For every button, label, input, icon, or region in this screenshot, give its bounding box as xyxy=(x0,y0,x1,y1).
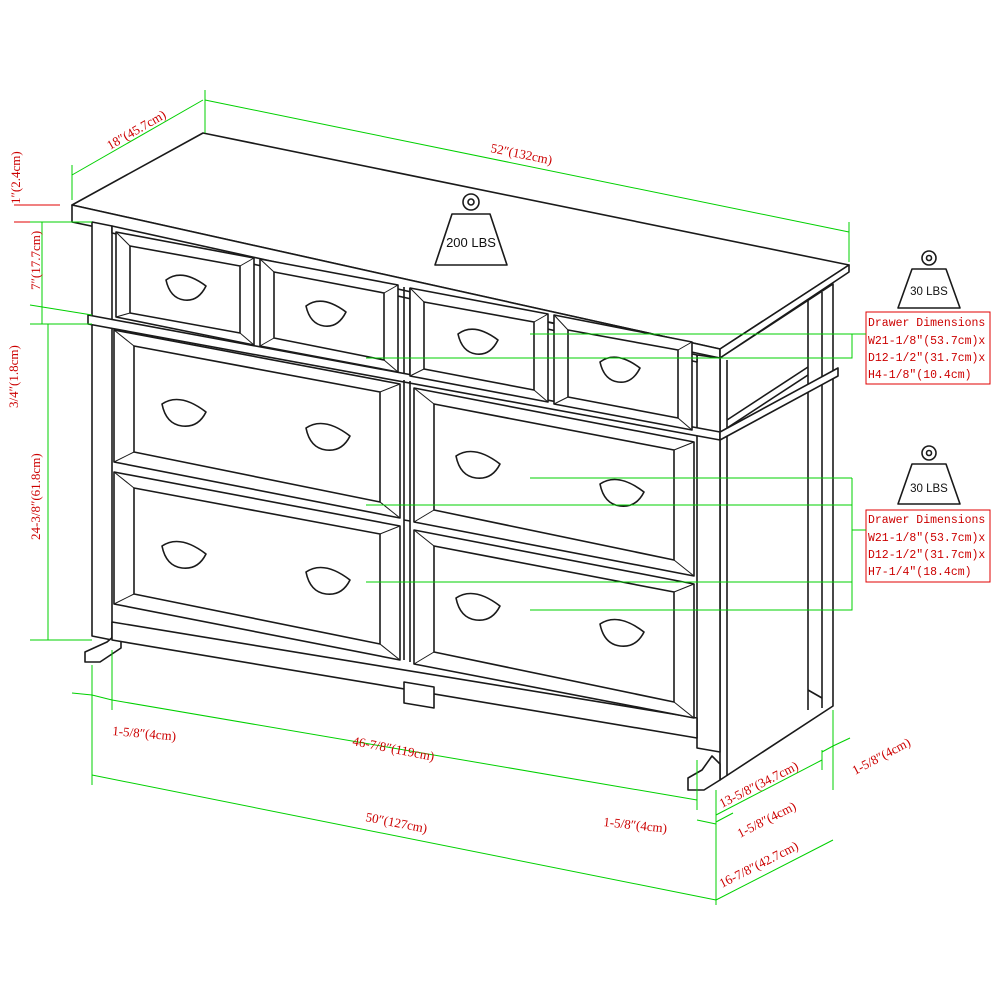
upper-box-height: H4-1/8″(10.4cm) xyxy=(868,369,972,382)
lower-box-depth: D12-1/2″(31.7cm)x xyxy=(868,549,985,562)
drawer-callout-lines xyxy=(366,333,866,611)
upper-box-depth: D12-1/2″(31.7cm)x xyxy=(868,352,985,365)
upper-drawer-4 xyxy=(553,314,693,431)
lower-drawer-4 xyxy=(413,529,695,719)
weight-icon-top: 200 LBS xyxy=(434,193,508,266)
lower-box-height: H7-1/4″(18.4cm) xyxy=(868,566,972,579)
lower-box-width: W21-1/8″(53.7cm)x xyxy=(868,532,985,545)
upper-box-title: Drawer Dimensions xyxy=(868,317,985,330)
leg-inset-side-label: 1-5/8″(4cm) xyxy=(849,734,912,777)
left-leg xyxy=(91,221,113,641)
lower-box-title: Drawer Dimensions xyxy=(868,514,985,527)
upper-drawer-1 xyxy=(115,231,255,346)
upper-drawers xyxy=(115,231,693,431)
lower-drawer-2 xyxy=(413,387,695,577)
lip-thickness-label: 3/4″(1.8cm) xyxy=(6,345,21,408)
lower-height-label: 24-3/8″(61.8cm) xyxy=(28,453,43,540)
lower-drawers xyxy=(113,329,695,719)
weight-label-top: 200 LBS xyxy=(446,235,496,250)
inner-width-label: 46-7/8″(119cm) xyxy=(351,733,435,764)
weight-label-lower: 30 LBS xyxy=(910,483,948,495)
lower-drawer-dimension-box: Drawer Dimensions W21-1/8″(53.7cm)x D12-… xyxy=(865,509,991,583)
right-leg xyxy=(696,354,721,753)
upper-box-width: W21-1/8″(53.7cm)x xyxy=(868,335,985,348)
weight-icon-lower-drawer: 30 LBS xyxy=(897,445,961,505)
width-top-label: 52″(132cm) xyxy=(489,140,553,167)
weight-label-upper: 30 LBS xyxy=(910,286,948,298)
top-side-edge xyxy=(719,264,850,359)
lower-drawer-1 xyxy=(113,329,401,519)
upper-drawer-3 xyxy=(409,287,549,403)
upper-height-label: 7″(17.7cm) xyxy=(28,231,43,290)
dimension-lines xyxy=(14,90,851,905)
leg-inset-left-label: 1-5/8″(4cm) xyxy=(112,723,177,744)
depth-top-label: 18″(45.7cm) xyxy=(104,107,168,153)
top-thickness-label: 1″(2.4cm) xyxy=(8,151,23,204)
right-foot xyxy=(687,755,721,791)
dresser-outline xyxy=(71,132,850,791)
overall-depth-label: 16-7/8″(42.7cm) xyxy=(717,838,801,891)
leg-inset-back-label: 1-5/8″(4cm) xyxy=(735,798,799,840)
lower-drawer-3 xyxy=(113,471,401,661)
leg-inset-right-label: 1-5/8″(4cm) xyxy=(603,814,668,836)
upper-drawer-dimension-box: Drawer Dimensions W21-1/8″(53.7cm)x D12-… xyxy=(865,311,991,385)
upper-drawer-2 xyxy=(259,258,399,373)
weight-icon-upper-drawer: 30 LBS xyxy=(897,250,961,309)
